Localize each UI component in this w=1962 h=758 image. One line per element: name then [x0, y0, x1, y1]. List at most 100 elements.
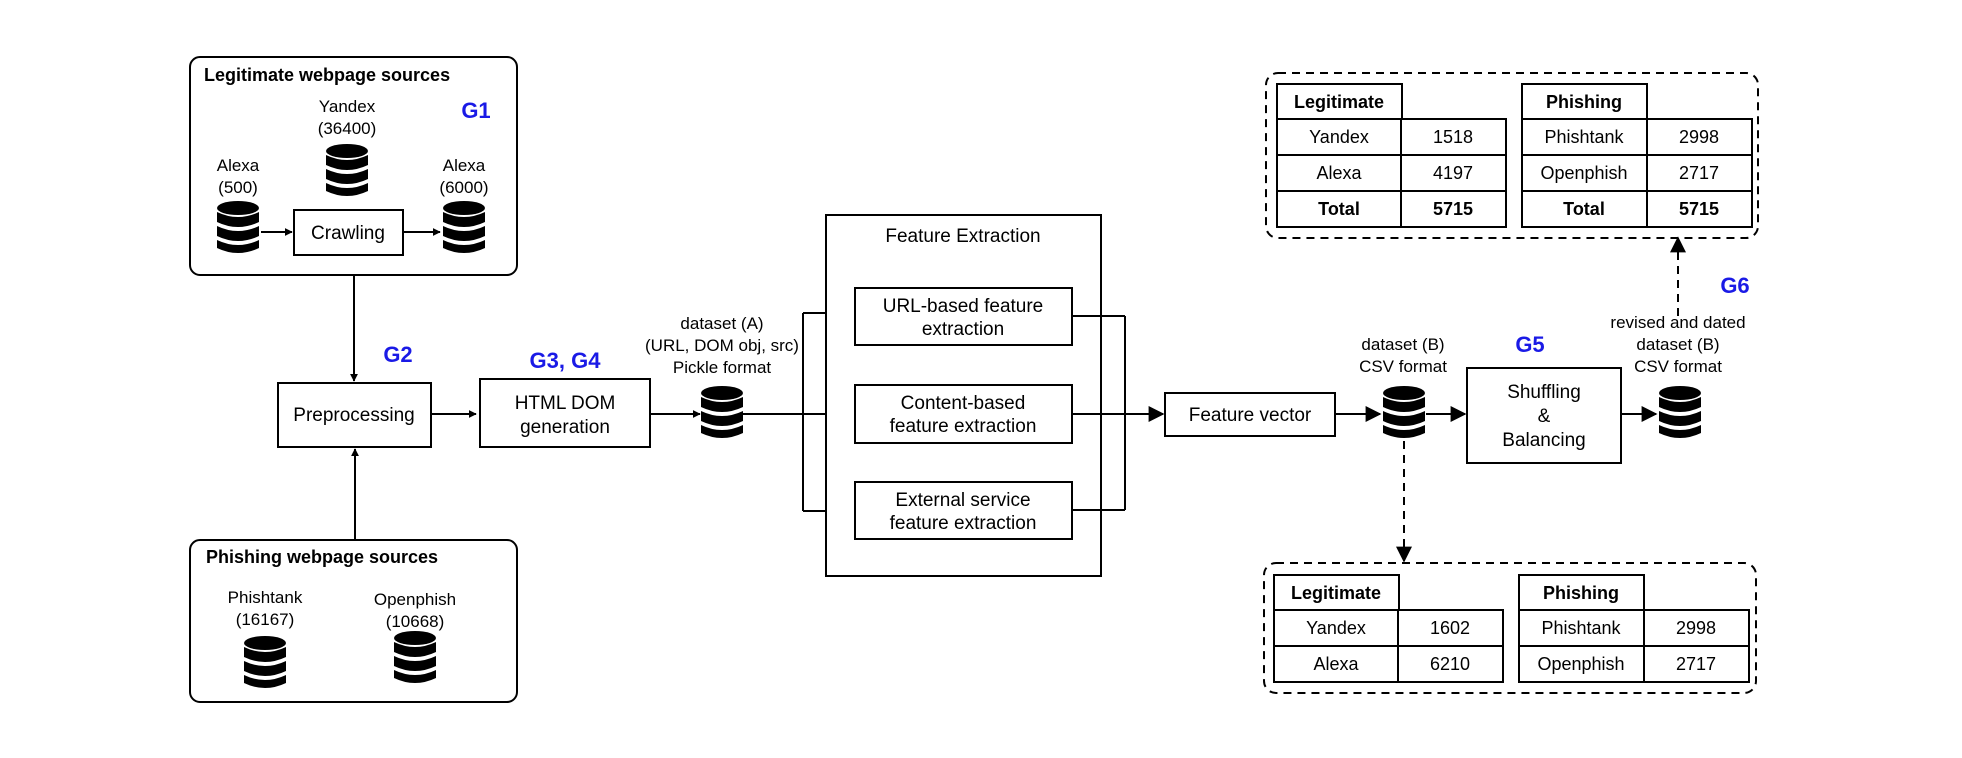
- dataset-a-line2: (URL, DOM obj, src): [645, 336, 799, 355]
- table-cell: [1276, 154, 1402, 192]
- shuffling-group: Shuffling & Balancing G5: [1466, 332, 1658, 464]
- phishing-sources-title: Phishing webpage sources: [206, 547, 438, 567]
- shuffling-line1: Shuffling: [1507, 382, 1581, 403]
- alexa-right-name: Alexa: [443, 156, 486, 175]
- external-feature-line1: External service: [895, 490, 1030, 511]
- dataset-a-group: dataset (A) (URL, DOM obj, src) Pickle f…: [645, 305, 855, 519]
- table-cell: [1400, 190, 1507, 228]
- phishtank-source-name: Phishtank: [228, 588, 303, 607]
- crawling-box: [293, 209, 404, 256]
- preprocessing-group: Preprocessing G2: [277, 275, 477, 540]
- bottom-legit-table: Legitimate Yandex 1602 Alexa 6210: [1273, 574, 1504, 683]
- shuffling-box: [1466, 367, 1622, 464]
- dataset-b-database-icon: [1383, 386, 1425, 438]
- table-cell-value: 2998: [1676, 618, 1716, 638]
- table-total-label: Total: [1563, 199, 1605, 219]
- table-cell: [1643, 609, 1750, 647]
- alexa-left-name: Alexa: [217, 156, 260, 175]
- table-cell-value: 6210: [1430, 654, 1470, 674]
- table-cell: [1273, 609, 1399, 647]
- table-cell: [1643, 645, 1750, 683]
- table-cell: [1397, 609, 1504, 647]
- shuffling-line2: &: [1538, 406, 1551, 427]
- dataset-b-group: dataset (B) CSV format: [1359, 335, 1467, 563]
- table-cell-name: Yandex: [1309, 127, 1369, 147]
- feature-vector-box: [1164, 392, 1336, 437]
- phishtank-source-count: (16167): [236, 610, 295, 629]
- dataset-a-database-icon: [701, 386, 743, 438]
- bottom-legit-header: Legitimate: [1291, 583, 1381, 603]
- url-feature-line1: URL-based feature: [883, 296, 1044, 317]
- alexa-right-count: (6000): [439, 178, 488, 197]
- top-phish-header-cell: [1521, 83, 1648, 120]
- table-cell: [1521, 118, 1648, 156]
- yandex-source-count: (36400): [318, 119, 377, 138]
- table-total-value: 5715: [1679, 199, 1719, 219]
- table-cell: [1400, 118, 1507, 156]
- tag-g1: G1: [461, 98, 490, 123]
- bottom-tables-group: Legitimate Yandex 1602 Alexa 6210 Phishi…: [1263, 562, 1757, 694]
- table-cell: [1646, 118, 1753, 156]
- dataset-a-line3: Pickle format: [673, 358, 772, 377]
- bottom-tables-dashed-frame: [1263, 562, 1757, 694]
- revised-dataset-line1: revised and dated: [1610, 313, 1745, 332]
- table-cell: [1518, 645, 1645, 683]
- top-phish-table: Phishing Phishtank 2998 Openphish 2717 T…: [1521, 83, 1753, 228]
- preprocessing-label: Preprocessing: [293, 405, 414, 426]
- table-cell-value: 1602: [1430, 618, 1470, 638]
- revised-dataset-group: revised and dated dataset (B) CSV format…: [1610, 236, 1750, 438]
- url-feature-line2: extraction: [922, 319, 1004, 340]
- bottom-phish-header-cell: [1518, 574, 1645, 611]
- feature-extraction-title: Feature Extraction: [885, 226, 1040, 247]
- top-legit-header-cell: [1276, 83, 1403, 120]
- feature-vector-group: Feature vector: [1164, 392, 1382, 437]
- tag-g3-g4: G3, G4: [530, 348, 602, 373]
- table-cell-name: Alexa: [1313, 654, 1359, 674]
- html-dom-group: HTML DOM generation G3, G4: [479, 348, 701, 448]
- revised-dataset-line3: CSV format: [1634, 357, 1722, 376]
- table-cell: [1521, 190, 1648, 228]
- dataset-b-line1: dataset (B): [1361, 335, 1444, 354]
- phishing-sources-group: Phishing webpage sources Phishtank (1616…: [189, 539, 518, 703]
- table-cell-value: 1518: [1433, 127, 1473, 147]
- openphish-source-name: Openphish: [374, 590, 456, 609]
- revised-dataset-line2: dataset (B): [1636, 335, 1719, 354]
- top-phish-header: Phishing: [1546, 92, 1622, 112]
- table-cell-name: Yandex: [1306, 618, 1366, 638]
- table-cell-value: 4197: [1433, 163, 1473, 183]
- table-cell: [1397, 645, 1504, 683]
- table-cell-value: 2717: [1676, 654, 1716, 674]
- top-legit-header: Legitimate: [1294, 92, 1384, 112]
- feature-extraction-group: Feature Extraction URL-based feature ext…: [825, 214, 1165, 577]
- tag-g5: G5: [1515, 332, 1544, 357]
- content-feature-line1: Content-based: [901, 393, 1026, 414]
- alexa-left-count: (500): [218, 178, 258, 197]
- bottom-phish-table: Phishing Phishtank 2998 Openphish 2717: [1518, 574, 1750, 683]
- crawling-label: Crawling: [311, 223, 385, 244]
- dataset-b-line2: CSV format: [1359, 357, 1447, 376]
- table-cell-name: Phishtank: [1544, 127, 1624, 147]
- legitimate-sources-title: Legitimate webpage sources: [204, 65, 450, 85]
- revised-dataset-database-icon: [1659, 386, 1701, 438]
- top-legit-table: Legitimate Yandex 1518 Alexa 4197 Total …: [1276, 83, 1507, 228]
- legitimate-sources-group: Legitimate webpage sources G1 Yandex (36…: [189, 56, 518, 276]
- tag-g6: G6: [1720, 273, 1749, 298]
- table-cell-name: Phishtank: [1541, 618, 1621, 638]
- table-cell-name: Openphish: [1537, 654, 1624, 674]
- table-total-value: 5715: [1433, 199, 1473, 219]
- table-cell-name: Openphish: [1540, 163, 1627, 183]
- bottom-phish-header: Phishing: [1543, 583, 1619, 603]
- html-dom-label-line1: HTML DOM: [515, 393, 616, 414]
- tag-g2: G2: [383, 342, 412, 367]
- top-tables-group: Legitimate Yandex 1518 Alexa 4197 Total …: [1265, 72, 1759, 239]
- yandex-source-name: Yandex: [319, 97, 376, 116]
- table-total-label: Total: [1318, 199, 1360, 219]
- external-feature-line2: feature extraction: [890, 513, 1037, 534]
- preprocessing-box: [277, 382, 432, 448]
- html-dom-label-line2: generation: [520, 417, 610, 438]
- table-cell: [1646, 190, 1753, 228]
- openphish-source-count: (10668): [386, 612, 445, 631]
- feature-vector-label: Feature vector: [1189, 405, 1312, 426]
- content-feature-line2: feature extraction: [890, 416, 1037, 437]
